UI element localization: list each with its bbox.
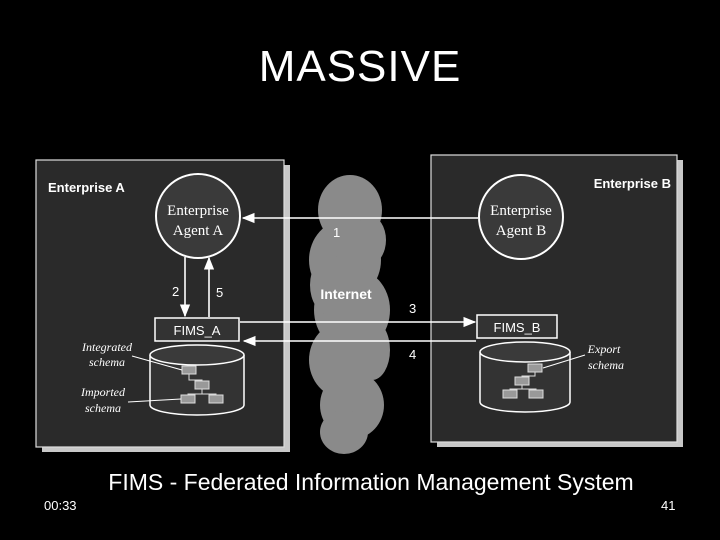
internet-cloud [309, 175, 390, 454]
step-label-2: 2 [172, 284, 179, 299]
step-label-3: 3 [409, 301, 416, 316]
enterprise-a-label: Enterprise A [48, 180, 125, 195]
agent-b-label-line2: Agent B [496, 223, 546, 239]
fims-b-node [476, 314, 558, 339]
agent-b-label-line1: Enterprise [490, 203, 552, 219]
fims-a-label: FIMS_A [174, 323, 221, 338]
integrated-schema-label-line2: schema [89, 355, 125, 369]
fims-b-label: FIMS_B [494, 320, 541, 335]
export-schema-tree [502, 363, 544, 399]
fims-a-node [154, 317, 240, 342]
agent-a-label-line2: Agent A [173, 223, 224, 239]
enterprise-b-label: Enterprise B [594, 176, 671, 191]
agent-a-label-line1: Enterprise [167, 203, 229, 219]
export-schema-label-line1: Export [587, 342, 621, 356]
export-schema-label-line2: schema [588, 358, 624, 372]
slide-page-number: 41 [661, 498, 676, 513]
imported-schema-label-line1: Imported [80, 385, 126, 399]
export-schema-pointer [542, 354, 586, 369]
integrated-schema-pointer [131, 355, 183, 371]
step-label-4: 4 [409, 347, 416, 362]
slide-title: MASSIVE [258, 42, 462, 91]
enterprise-agent-b-node [478, 174, 564, 260]
slide-caption: FIMS - Federated Information Management … [108, 469, 634, 495]
enterprise-agent-a-node [155, 173, 241, 259]
enterprise-b-box [430, 154, 683, 447]
step-label-5: 5 [216, 285, 223, 300]
integrated-schema-label-line1: Integrated [81, 340, 133, 354]
step-label-1: 1 [333, 225, 340, 240]
slide-timestamp: 00:33 [44, 498, 77, 513]
imported-schema-pointer [127, 398, 182, 403]
imported-schema-label-line2: schema [85, 401, 121, 415]
internet-label: Internet [320, 286, 372, 302]
